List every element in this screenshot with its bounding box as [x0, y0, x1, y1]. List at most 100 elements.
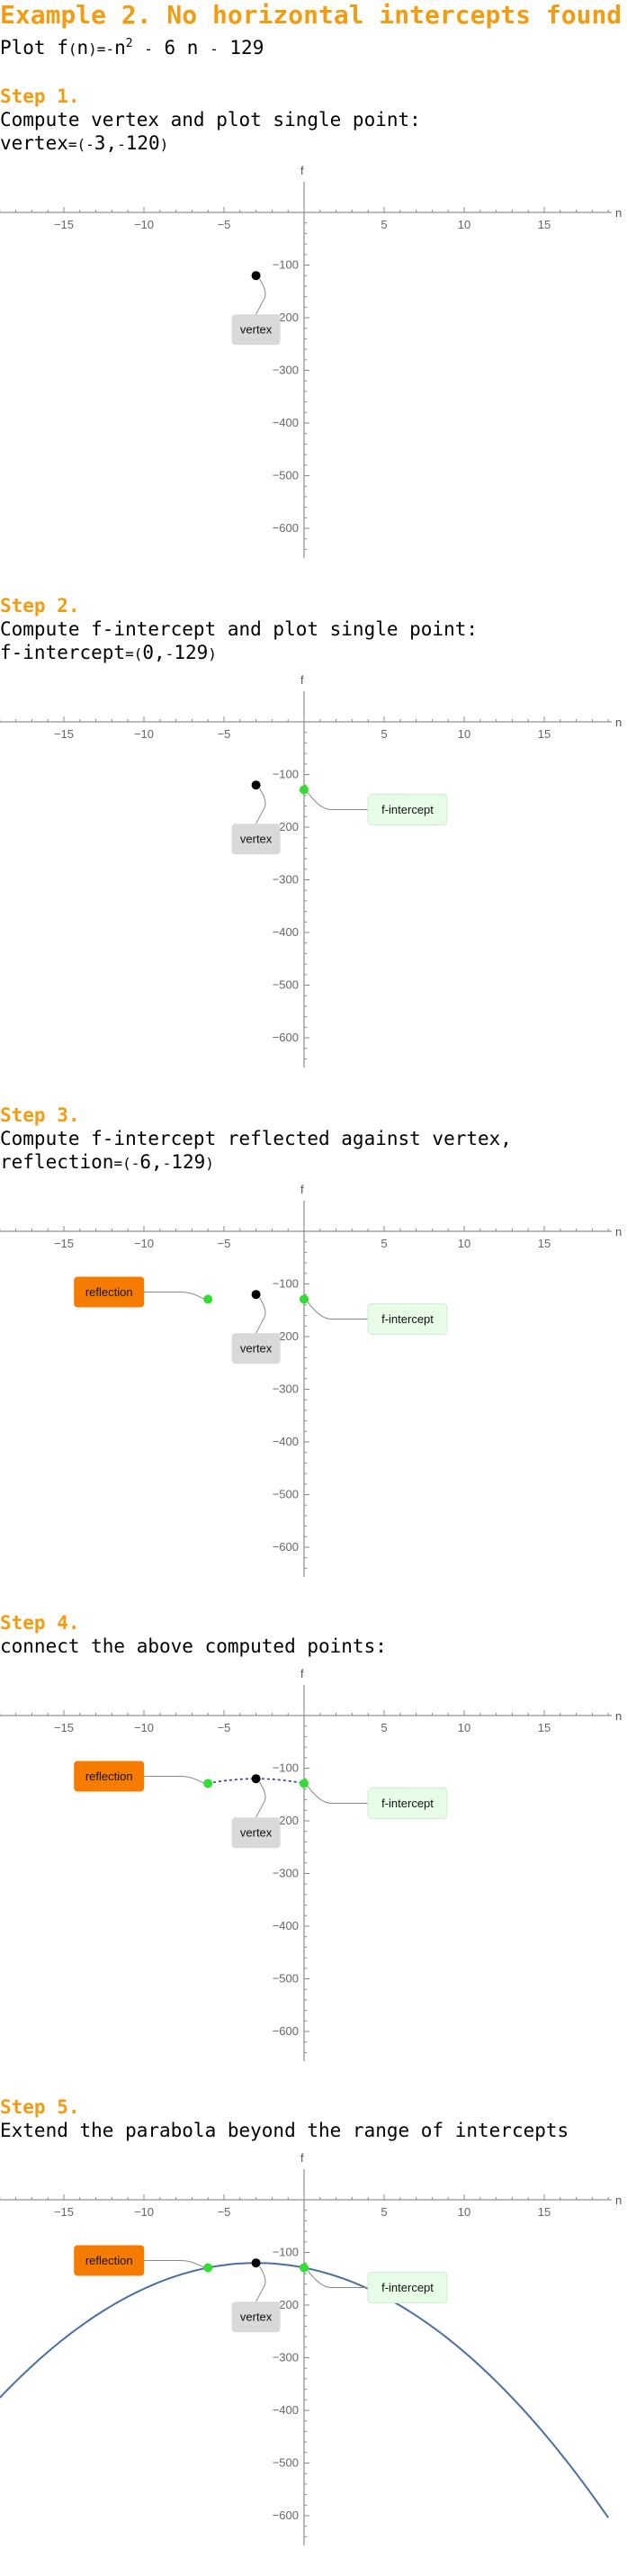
vertex-callout-label: vertex [240, 833, 273, 846]
x-axis-label: n [615, 1709, 622, 1723]
constant-term: 129 [229, 37, 264, 59]
step-4-description: connect the above computed points: [0, 1635, 387, 1657]
y-tick-label: −400 [273, 1435, 299, 1448]
reflection-leader-line [144, 1291, 205, 1300]
x-tick-label: 10 [458, 727, 470, 741]
x-tick-label: 15 [538, 218, 551, 231]
vertex-point [251, 1290, 261, 1300]
result-minus-b: - [165, 645, 175, 662]
x-tick-label: 15 [538, 2205, 551, 2219]
close-paren: ) [88, 41, 97, 58]
x-tick-label: 5 [381, 218, 387, 231]
step-2-result: f-intercept=(0,-129) [0, 641, 217, 666]
vertex-point [251, 2258, 261, 2268]
f-intercept-point [300, 2263, 309, 2273]
result-minus-a: - [130, 1155, 140, 1172]
x-tick-label: 15 [538, 1721, 551, 1734]
y-tick-label: −100 [273, 2246, 299, 2259]
vertex-leader-line [255, 1297, 266, 1334]
x-axis-label: n [615, 206, 622, 220]
y-axis-label: f [300, 673, 304, 687]
y-tick-label: −100 [273, 1277, 299, 1291]
reflection-leader-line [144, 2259, 205, 2268]
result-open-paren: ( [76, 136, 86, 153]
result-b: 129 [174, 642, 209, 663]
y-tick-label: −500 [273, 2456, 299, 2470]
x-tick-label: −5 [218, 2205, 231, 2219]
x-tick-label: −5 [218, 218, 231, 231]
y-tick-label: −500 [273, 1488, 299, 1501]
x-tick-label: 15 [538, 727, 551, 741]
f-intercept-callout-label: f-intercept [381, 803, 434, 816]
y-tick-label: −300 [273, 1867, 299, 1880]
x-tick-label: −15 [54, 1721, 74, 1734]
result-open-paren: ( [133, 645, 143, 662]
y-tick-label: −400 [273, 925, 299, 939]
result-equals: = [125, 645, 134, 662]
y-tick-label: −100 [273, 258, 299, 272]
x-tick-label: 5 [381, 1721, 387, 1734]
vertex-point [251, 1774, 261, 1784]
y-axis-label: f [300, 2151, 304, 2165]
x-axis-label: n [615, 1225, 622, 1238]
result-close-paren: ) [159, 136, 169, 153]
f-intercept-point [300, 785, 309, 795]
function-definition: Plot f(n)=-n2 - 6 n - 129 [0, 32, 264, 61]
y-tick-label: −600 [273, 1540, 299, 1554]
step-5-description: Extend the parabola beyond the range of … [0, 2120, 569, 2141]
result-a: 3 [94, 132, 106, 154]
y-tick-label: −600 [273, 521, 299, 535]
x-tick-label: −15 [54, 2205, 74, 2219]
f-intercept-callout-box [367, 2271, 448, 2303]
result-a: 6 [139, 1151, 152, 1173]
reflection-point [203, 1294, 213, 1304]
plot-prefix: Plot f [0, 37, 68, 59]
result-comma: , [105, 132, 118, 154]
square-exponent: 2 [125, 37, 133, 50]
y-axis-label: f [300, 164, 304, 177]
step-1-result: vertex=(-3,-120) [0, 131, 168, 157]
result-equals: = [113, 1155, 123, 1172]
vertex-leader-line [255, 788, 266, 824]
f-intercept-callout-box [367, 1787, 448, 1819]
x-tick-label: 10 [458, 1721, 470, 1734]
x-tick-label: −10 [134, 2205, 154, 2219]
result-open-paren: ( [122, 1155, 131, 1172]
vertex-point [251, 271, 261, 281]
y-tick-label: −300 [273, 2351, 299, 2364]
minus-sign: - [105, 41, 115, 58]
x-tick-label: 10 [458, 218, 470, 231]
x-tick-label: 5 [381, 727, 387, 741]
x-tick-label: 5 [381, 2205, 387, 2219]
vertex-callout-box [231, 314, 281, 346]
x-tick-label: −10 [134, 1721, 154, 1734]
result-a: 0 [142, 642, 155, 663]
y-tick-label: −400 [273, 416, 299, 429]
y-tick-label: −500 [273, 978, 299, 992]
result-comma: , [154, 642, 166, 663]
result-minus-b: - [117, 136, 126, 153]
y-tick-label: −300 [273, 364, 299, 377]
x-tick-label: −5 [218, 727, 231, 741]
step-2-description: Compute f-intercept and plot single poin… [0, 618, 479, 640]
reflection-point [203, 1779, 213, 1788]
y-tick-label: −600 [273, 1031, 299, 1044]
y-axis-label: f [300, 1183, 304, 1196]
reflection-point [203, 2263, 213, 2273]
x-tick-label: −10 [134, 1237, 154, 1250]
x-tick-label: −15 [54, 218, 74, 231]
vertex-callout-label: vertex [240, 2310, 273, 2324]
x-tick-label: 5 [381, 1237, 387, 1250]
x-tick-label: −15 [54, 1237, 74, 1250]
vertex-callout-box [231, 1333, 281, 1365]
vertex-leader-line [255, 2265, 266, 2302]
f-intercept-leader-line [307, 792, 368, 810]
x-tick-label: −10 [134, 727, 154, 741]
x-tick-label: 10 [458, 1237, 470, 1250]
x-axis-label: n [615, 2193, 622, 2207]
y-tick-label: −600 [273, 2508, 299, 2522]
reflection-callout-box [74, 1761, 145, 1792]
